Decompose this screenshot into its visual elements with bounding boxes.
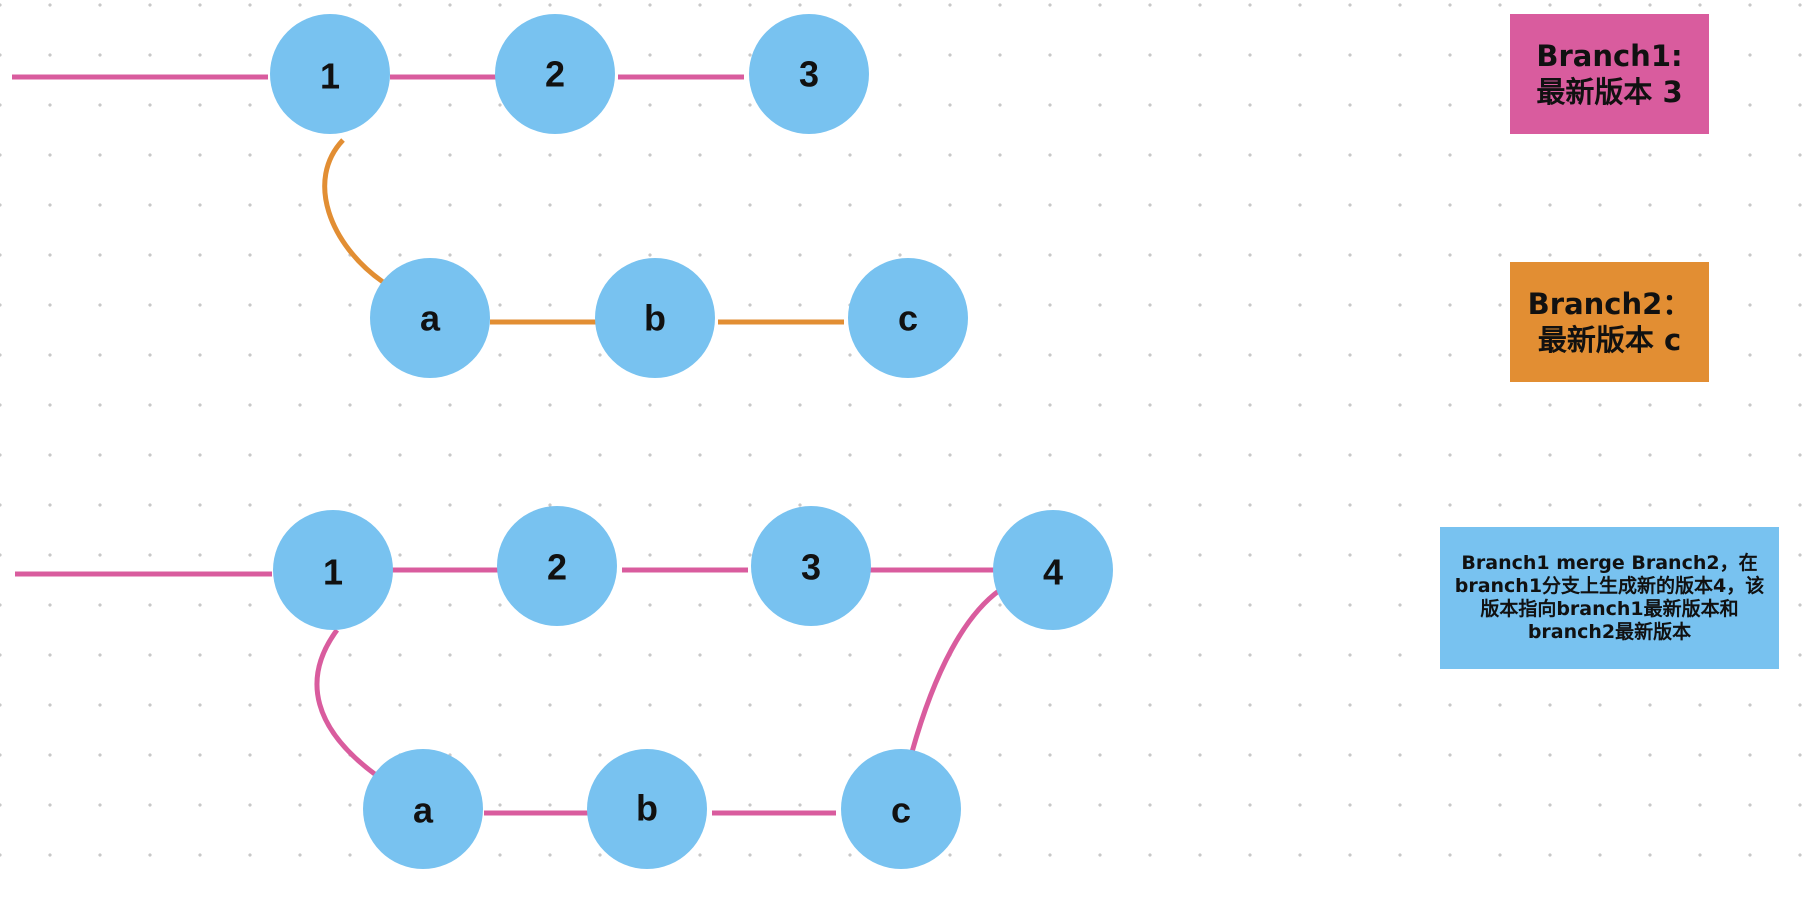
branch2-legend-title: Branch2：: [1527, 287, 1692, 321]
bottom-node-b-label: b: [636, 788, 658, 829]
bottom-node-1[interactable]: 1: [273, 510, 393, 630]
branch2-legend-latest: 最新版本 c: [1537, 323, 1682, 357]
branch2-legend-box: Branch2： 最新版本 c: [1510, 262, 1709, 382]
bottom-node-b[interactable]: b: [587, 749, 707, 869]
top-edge-1-a: [322, 138, 385, 285]
bottom-node-c[interactable]: c: [841, 749, 961, 869]
bottom-node-3[interactable]: 3: [751, 506, 871, 626]
bottom-node-c-label: c: [891, 790, 911, 831]
top-node-b[interactable]: b: [595, 258, 715, 378]
merge-note-box: Branch1 merge Branch2，在branch1分支上生成新的版本4…: [1440, 527, 1779, 669]
top-node-b-label: b: [644, 298, 666, 339]
top-edges: [12, 74, 844, 325]
branch1-legend-title: Branch1:: [1536, 39, 1683, 73]
bottom-node-2[interactable]: 2: [497, 506, 617, 626]
top-node-1-label: 1: [320, 56, 340, 97]
branch1-legend-latest: 最新版本 3: [1536, 75, 1683, 109]
bottom-node-3-label: 3: [801, 547, 821, 588]
bottom-edge-1-a: [314, 628, 378, 778]
branch1-legend-box: Branch1: 最新版本 3: [1510, 14, 1709, 134]
top-node-1[interactable]: 1: [270, 14, 390, 134]
bottom-node-a[interactable]: a: [363, 749, 483, 869]
top-nodes: 1 2 3 a b c: [270, 14, 968, 378]
bottom-node-a-label: a: [413, 790, 434, 831]
bottom-node-4-label: 4: [1043, 552, 1063, 593]
bottom-node-4[interactable]: 4: [993, 510, 1113, 630]
bottom-node-1-label: 1: [323, 552, 343, 593]
bottom-edges: [15, 567, 1002, 816]
top-node-a-label: a: [420, 298, 441, 339]
merge-note-text: Branch1 merge Branch2，在branch1分支上生成新的版本4…: [1454, 552, 1765, 643]
bottom-node-2-label: 2: [547, 547, 567, 588]
bottom-edge-c-4: [909, 587, 1002, 753]
top-node-a[interactable]: a: [370, 258, 490, 378]
top-node-3-label: 3: [799, 54, 819, 95]
top-node-2-label: 2: [545, 54, 565, 95]
top-node-3[interactable]: 3: [749, 14, 869, 134]
top-node-2[interactable]: 2: [495, 14, 615, 134]
top-node-c-label: c: [898, 298, 918, 339]
bottom-nodes: 1 2 3 4 a b c: [273, 506, 1113, 869]
top-node-c[interactable]: c: [848, 258, 968, 378]
